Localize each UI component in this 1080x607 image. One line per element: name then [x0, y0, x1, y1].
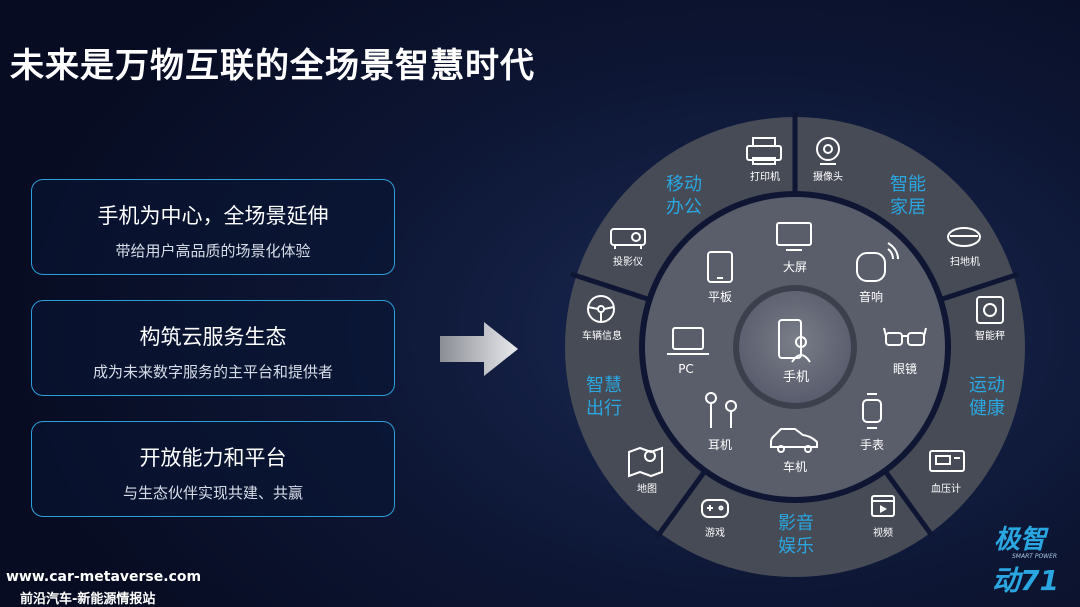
logo-small: SMART POWER [1012, 553, 1057, 560]
device-label: 扫地机 [950, 255, 980, 268]
device-label: 大屏 [783, 260, 807, 274]
device-label: 车机 [783, 459, 807, 474]
device-label: 血压计 [931, 482, 961, 495]
device-label: 平板 [708, 290, 732, 304]
device-label: 视频 [873, 526, 893, 539]
watch-icon [862, 393, 882, 429]
logo-line2: 动71 [992, 564, 1059, 596]
scene-label: 智能 [890, 174, 926, 195]
map-icon [628, 446, 663, 478]
glasses-icon [883, 327, 927, 346]
device-label: 手表 [860, 438, 884, 452]
device-label: 车辆信息 [582, 329, 622, 342]
watermark-url: www.car-metaverse.com [6, 569, 202, 585]
scene-label: 移动 [666, 174, 702, 195]
device-label: 耳机 [708, 438, 732, 452]
card-subtitle: 成为未来数字服务的主平台和提供者 [92, 363, 333, 381]
scale-icon [976, 296, 1004, 324]
printer-icon [746, 137, 782, 165]
device-label: 智能秤 [975, 329, 1005, 342]
projector-icon [610, 228, 646, 249]
camera-icon [816, 137, 840, 165]
scene-label: 出行 [586, 398, 622, 419]
brand-logo: 极智 SMART POWER 动71 [992, 525, 1059, 596]
device-label: 打印机 [750, 170, 780, 183]
device-label: PC [678, 362, 694, 376]
card-heading: 手机为中心，全场景延伸 [97, 204, 329, 228]
card-subtitle: 带给用户高品质的场景化体验 [115, 242, 311, 260]
page-title: 未来是万物互联的全场景智慧时代 [10, 46, 535, 86]
feature-card: 构筑云服务生态 成为未来数字服务的主平台和提供者 [31, 300, 395, 396]
speaker-icon [856, 242, 899, 282]
scene-label: 影音 [778, 513, 814, 534]
feature-card: 开放能力和平台 与生态伙伴实现共建、共赢 [31, 421, 395, 517]
robot-vacuum-icon [947, 227, 981, 247]
steering-wheel-icon [587, 295, 615, 323]
video-icon [871, 495, 895, 517]
phone-user-icon [778, 319, 811, 363]
tablet-icon [707, 251, 733, 283]
blood-pressure-icon [929, 450, 965, 472]
device-label: 投影仪 [613, 255, 643, 268]
scene-label: 娱乐 [778, 536, 814, 557]
device-label: 音响 [859, 289, 883, 304]
card-subtitle: 与生态伙伴实现共建、共赢 [122, 484, 303, 502]
center-label: 手机 [783, 370, 809, 385]
scene-label: 家居 [890, 197, 926, 218]
laptop-icon [667, 327, 709, 355]
device-label: 地图 [637, 482, 657, 495]
scene-label: 运动 [969, 375, 1005, 396]
device-label: 眼镜 [893, 361, 917, 376]
device-label: 摄像头 [813, 170, 843, 183]
scene-label: 办公 [666, 197, 702, 218]
right-arrow-icon [440, 322, 518, 376]
device-label: 游戏 [705, 526, 725, 539]
tv-icon [776, 222, 812, 251]
card-heading: 构筑云服务生态 [139, 325, 287, 349]
gamepad-icon [701, 499, 729, 518]
scene-label: 健康 [969, 398, 1005, 419]
feature-card: 手机为中心，全场景延伸 带给用户高品质的场景化体验 [31, 179, 395, 275]
card-heading: 开放能力和平台 [139, 446, 287, 470]
car-icon [770, 428, 818, 453]
logo-line1: 极智 [994, 525, 1049, 555]
earphones-icon [705, 392, 737, 428]
watermark-tagline: 前沿汽车-新能源情报站 [20, 592, 156, 607]
scene-label: 智慧 [586, 375, 622, 396]
